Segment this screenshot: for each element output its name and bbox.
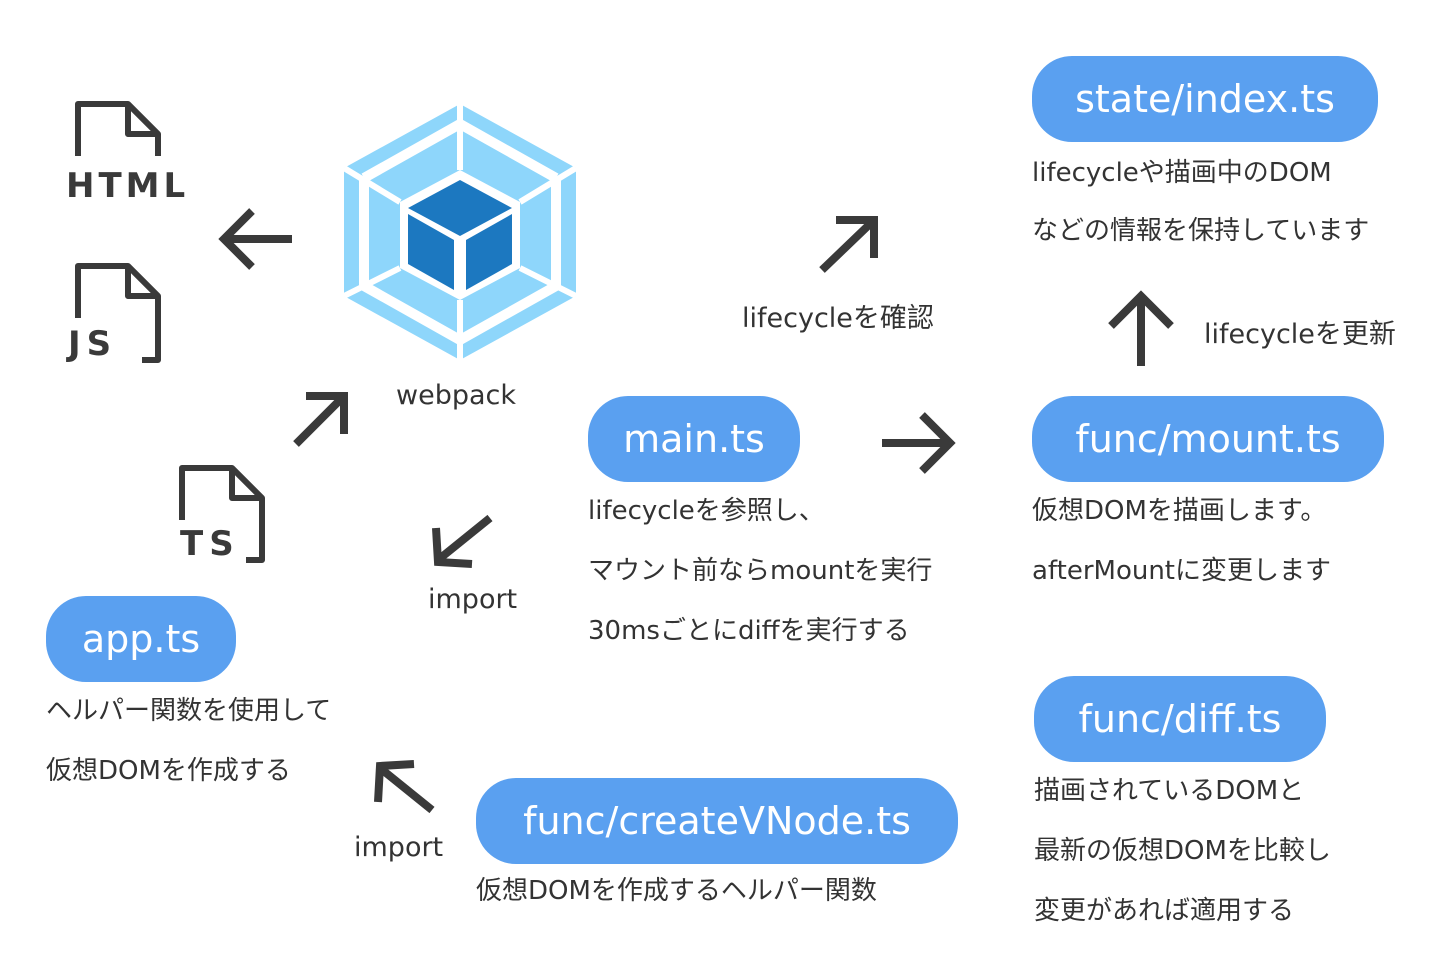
state-index-node: state/index.ts (1032, 56, 1378, 142)
ts-file-label: TS (180, 524, 240, 564)
arrow-right-icon (882, 412, 956, 474)
edge-label-import-vnode: import (354, 832, 444, 863)
ts-file-icon (179, 465, 265, 563)
app-desc-1: ヘルパー関数を使用して (46, 696, 332, 726)
edge-label-import-app: import (428, 584, 518, 615)
state-index-desc-1: lifecycleや描画中のDOM (1032, 158, 1332, 188)
mount-node: func/mount.ts (1032, 396, 1384, 482)
webpack-label: webpack (396, 380, 516, 411)
arrow-left-icon (218, 208, 292, 270)
js-file-label: JS (68, 324, 118, 364)
main-desc-2: マウント前ならmountを実行 (588, 556, 933, 586)
edge-label-update-lifecycle: lifecycleを更新 (1204, 319, 1396, 350)
js-file-icon (75, 263, 161, 363)
arrow-up-right-icon (293, 392, 348, 447)
diff-node: func/diff.ts (1034, 676, 1326, 762)
edge-label-check-lifecycle: lifecycleを確認 (742, 303, 934, 334)
create-vnode-desc-1: 仮想DOMを作成するヘルパー関数 (476, 876, 877, 906)
arrow-check-icon (819, 216, 878, 273)
arrow-down-left-icon (432, 514, 493, 568)
create-vnode-node: func/createVNode.ts (476, 778, 958, 864)
main-desc-3: 30msごとにdiffを実行する (588, 616, 910, 646)
webpack-logo-icon (342, 104, 578, 360)
state-index-desc-2: などの情報を保持しています (1032, 216, 1370, 246)
html-file-icon (75, 101, 161, 156)
diff-desc-2: 最新の仮想DOMを比較し (1034, 836, 1331, 866)
mount-desc-2: afterMountに変更します (1032, 556, 1332, 586)
mount-desc-1: 仮想DOMを描画します。 (1032, 496, 1327, 526)
diff-desc-3: 変更があれば適用する (1034, 896, 1295, 926)
arrow-up-icon (1108, 290, 1174, 366)
app-node: app.ts (46, 596, 236, 682)
diff-desc-1: 描画されているDOMと (1034, 776, 1305, 806)
app-desc-2: 仮想DOMを作成する (46, 756, 291, 786)
main-node: main.ts (588, 396, 800, 482)
main-desc-1: lifecycleを参照し、 (588, 496, 825, 526)
arrow-up-left-icon (374, 760, 435, 814)
html-file-label: HTML (66, 166, 190, 206)
